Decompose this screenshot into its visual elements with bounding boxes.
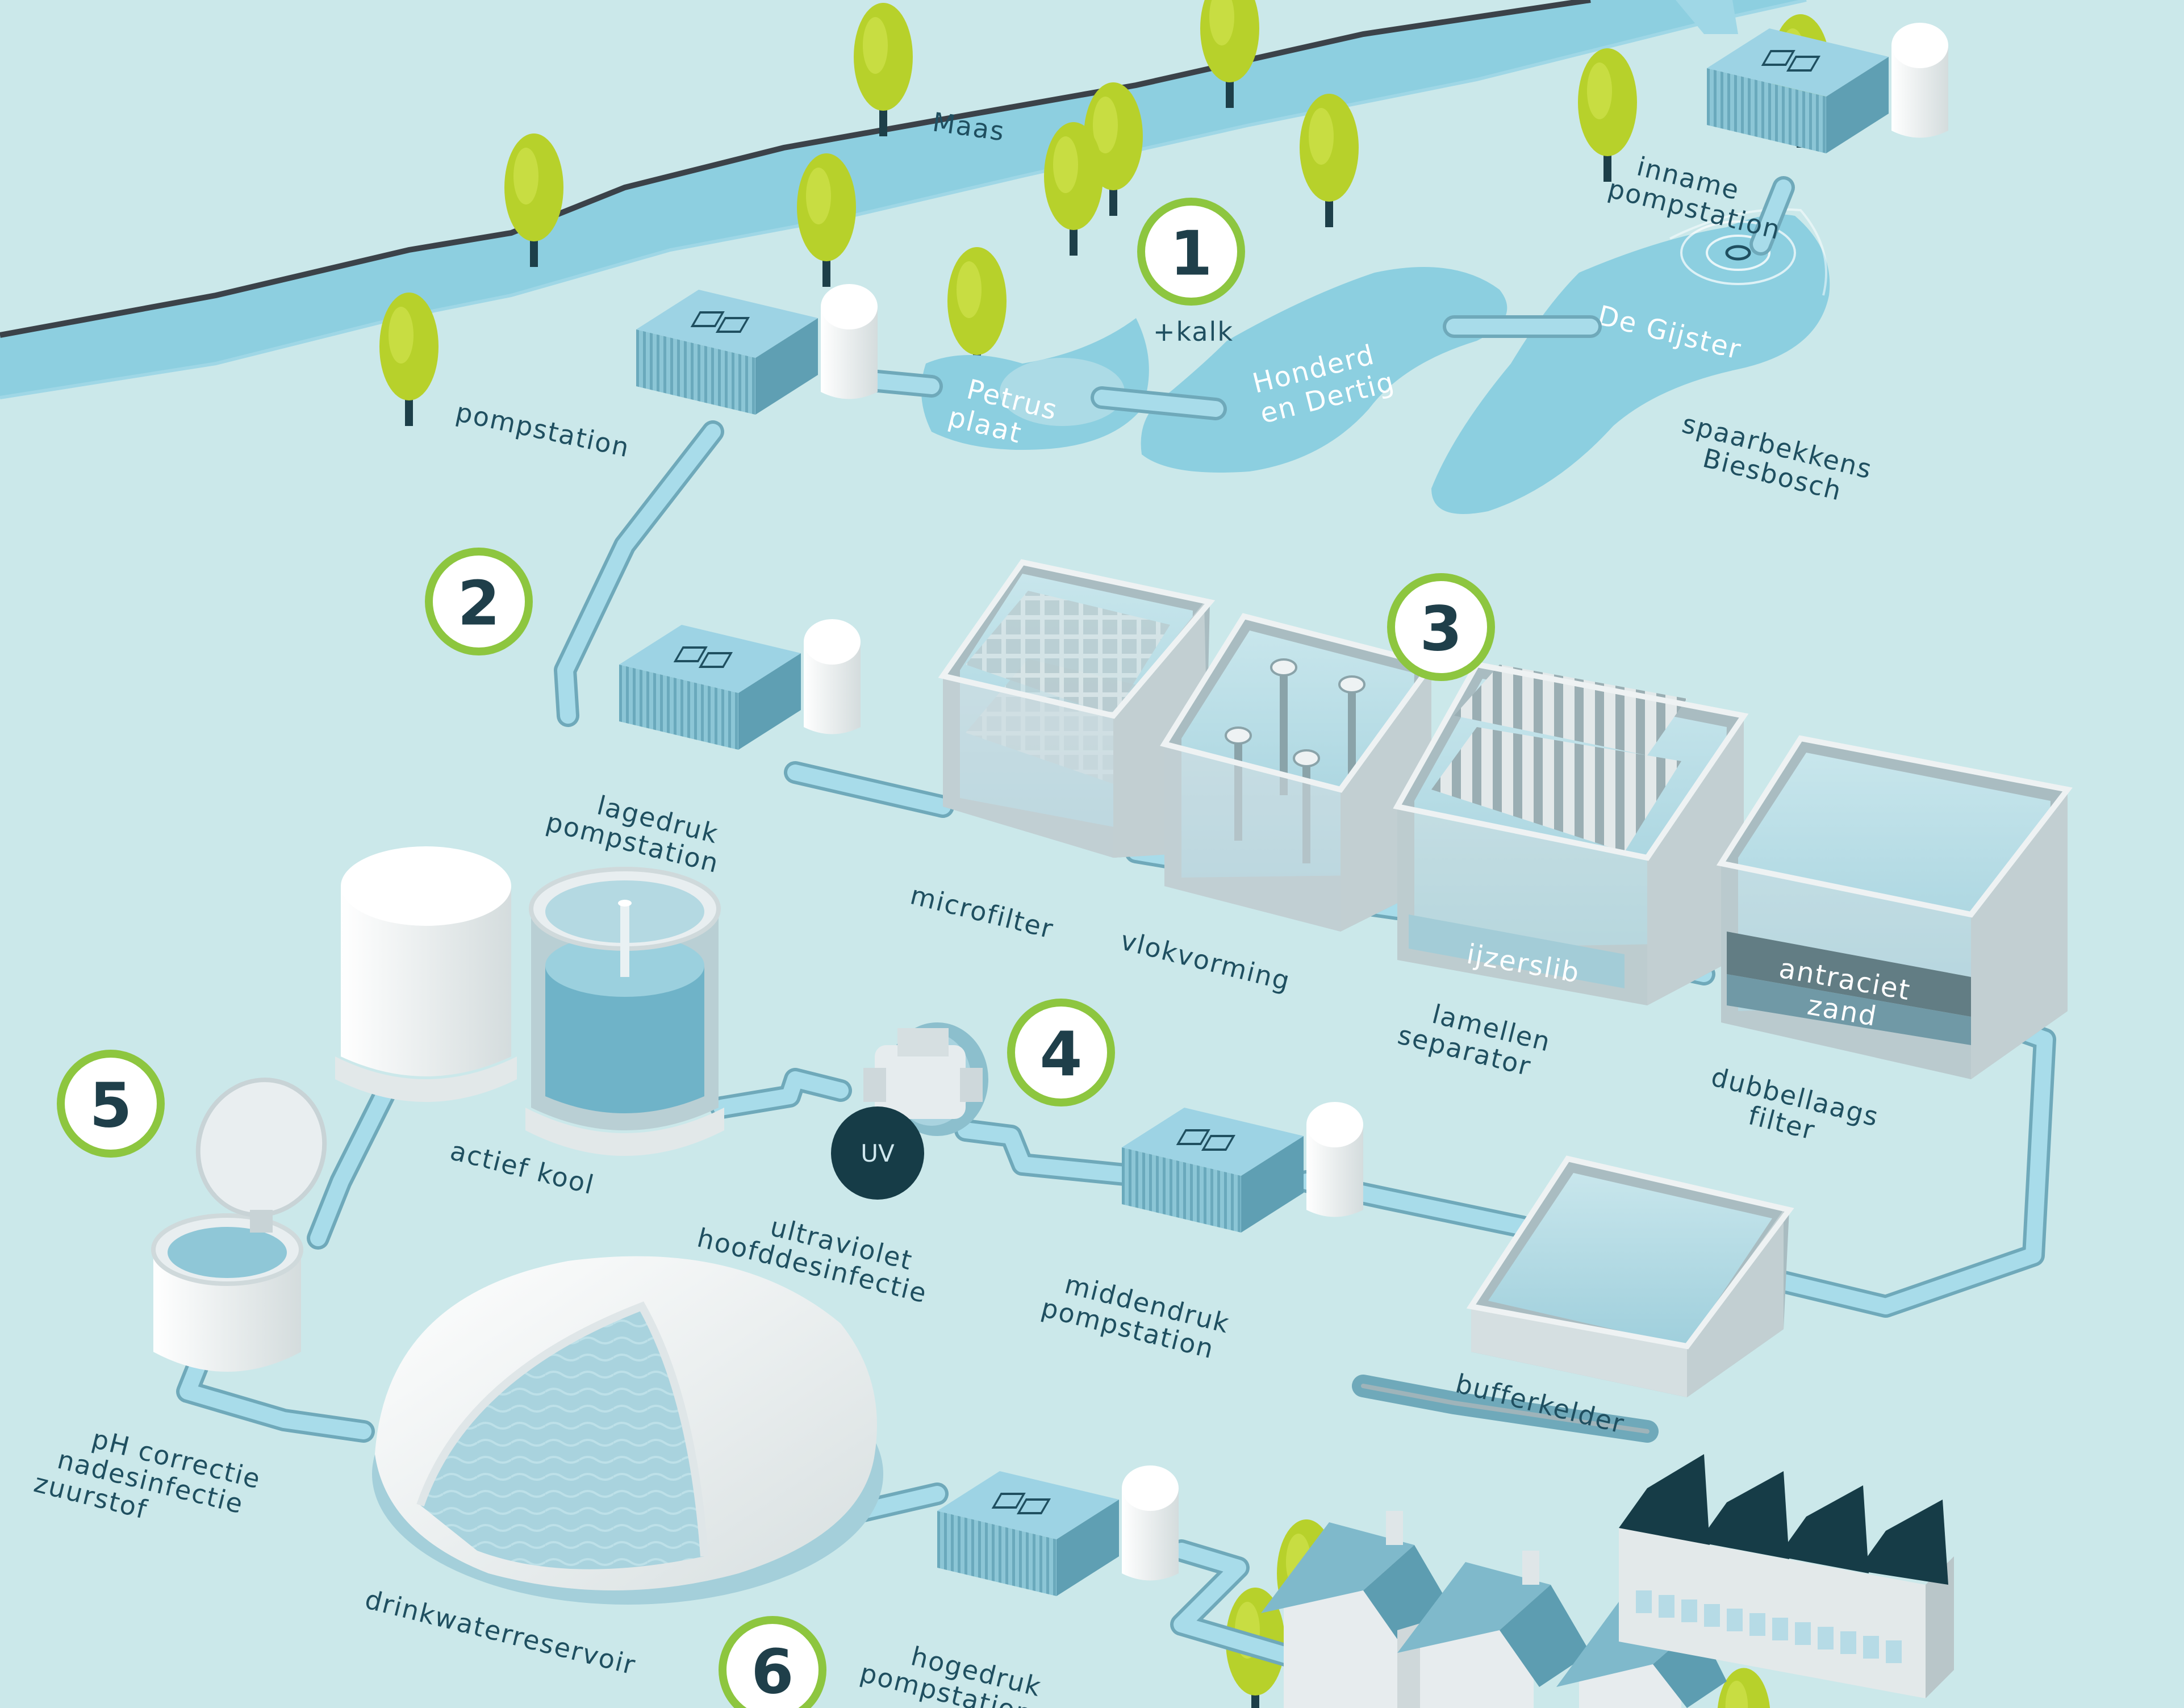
lagedruk-pompstation-label: lagedruk pompstation (543, 779, 731, 879)
step-number: 5 (89, 1071, 132, 1142)
dubbellaags-filter-basin (1716, 735, 2073, 1079)
middendruk-pompstation-label: middendruk pompstation (1038, 1264, 1242, 1369)
step-number: 3 (1419, 594, 1462, 665)
step-badge-5: 5 (57, 1050, 165, 1158)
pipe-network (176, 176, 2056, 1693)
pump-station-icon (619, 619, 861, 750)
kalk-label: +kalk (1153, 316, 1234, 347)
tree-icon (379, 293, 439, 426)
uv-label: UV (861, 1139, 895, 1167)
tree-icon (854, 3, 913, 136)
step-number: 1 (1170, 219, 1212, 290)
microfilter-label: microfilter (907, 879, 1056, 945)
tree-icon (947, 247, 1007, 381)
pump-station-icon (636, 284, 878, 415)
tree-icon (797, 153, 856, 287)
storage-silo (335, 846, 517, 1102)
drinkwaterreservoir-dome (372, 1256, 883, 1605)
step-badge-4: 4 (1007, 999, 1115, 1106)
house (1397, 1551, 1590, 1708)
tank-lid (195, 1078, 327, 1217)
step-number: 6 (751, 1637, 794, 1708)
intake-ripple-icon (1680, 220, 1796, 285)
uv-lamp-icon (831, 1106, 924, 1200)
hogedruk-pompstation-label: hogedruk pompstation (857, 1630, 1054, 1708)
lamellen-separator-basin (1393, 661, 1749, 1005)
pump-station-icon (1707, 23, 1948, 153)
tree-icon (1717, 1668, 1770, 1708)
lamellen-separator-label: lamellen separator (1395, 992, 1564, 1088)
tree-icon (1200, 0, 1259, 108)
vlokvorming-label: vlokvorming (1117, 925, 1293, 996)
spaarbekkens-reservoirs (921, 208, 1830, 514)
tree-icon (1300, 94, 1359, 227)
pump-station-icon (1122, 1102, 1363, 1233)
tree-icon (1578, 48, 1637, 182)
actief-kool-tank (525, 867, 724, 1156)
spaarbekkens-label: spaarbekkens Biesbosch (1672, 408, 1885, 515)
tree-icon (1044, 122, 1103, 256)
pump-station-icon (937, 1465, 1179, 1596)
pompstation-label: pompstation (453, 396, 633, 463)
step-badge-2: 2 (425, 548, 533, 655)
pump-station-group (619, 23, 1948, 1596)
step-badges: 1 2 3 4 5 6 (57, 198, 1495, 1708)
step-number: 2 (457, 569, 500, 640)
ph-correctie-tank (151, 1078, 327, 1372)
step-number: 4 (1039, 1020, 1082, 1091)
factory (1619, 1454, 1954, 1698)
bufferkelder-basin (1466, 1155, 1794, 1397)
step-badge-1: 1 (1137, 198, 1245, 306)
tree-icon (504, 133, 563, 267)
step-badge-3: 3 (1387, 573, 1495, 681)
ph-correctie-label: pH correctie nadesinfectie zuurstof (31, 1412, 274, 1552)
microfilter-basin (938, 559, 1216, 858)
dubbellaags-filter-label: dubbellaags filter (1701, 1061, 1891, 1162)
tree-group (379, 0, 1830, 1708)
step-badge-6: 6 (719, 1616, 826, 1708)
uv-unit (831, 1022, 988, 1200)
